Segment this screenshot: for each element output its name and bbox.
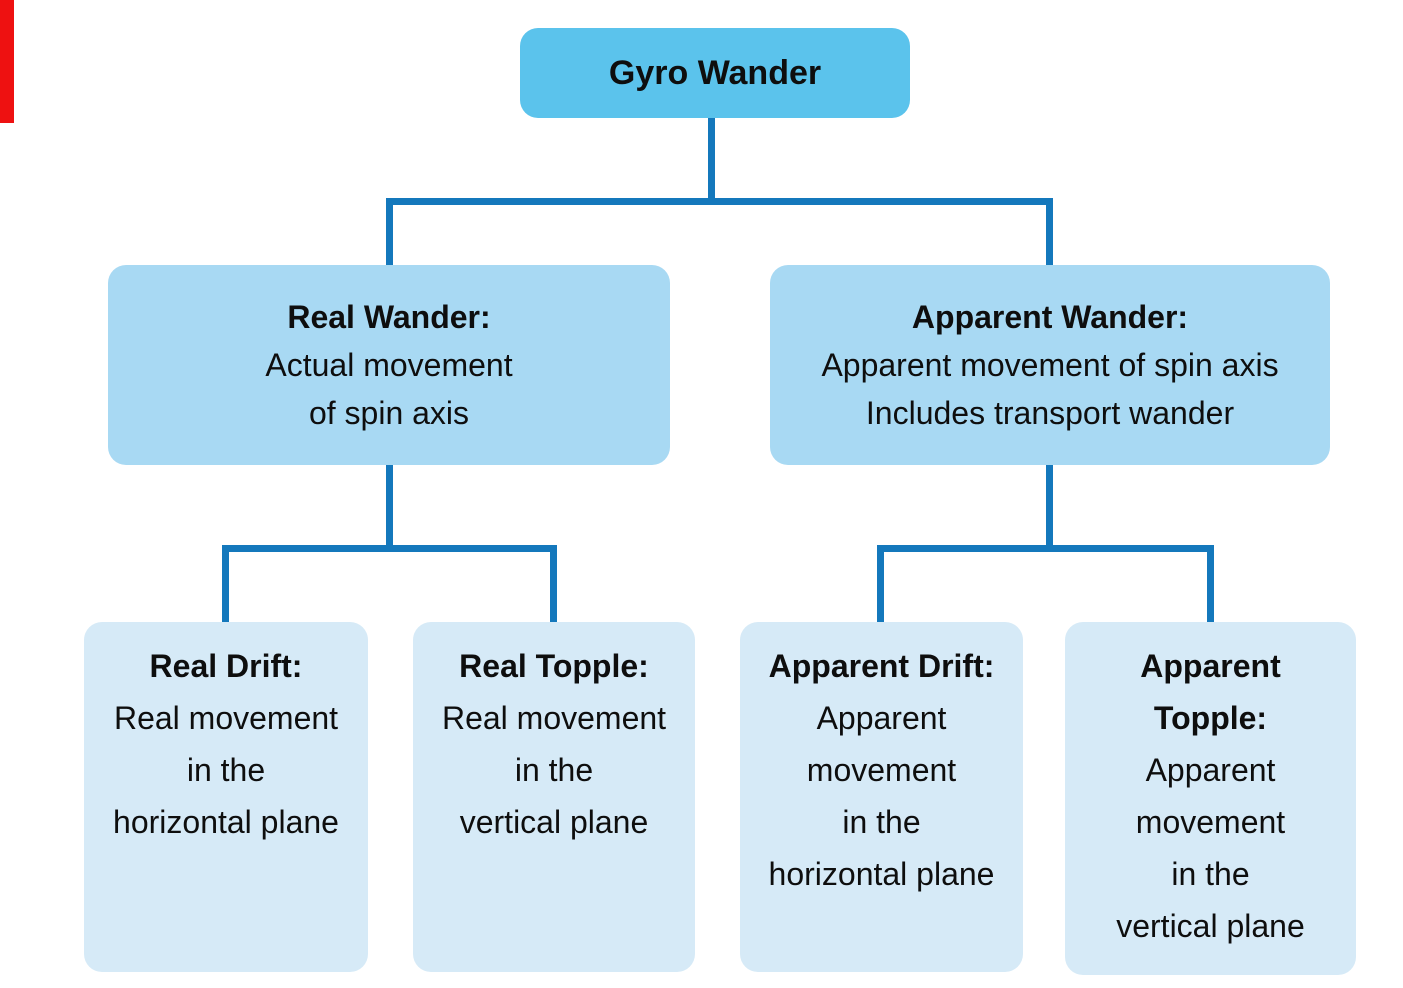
node-real-wander: Real Wander: Actual movement of spin axi…: [108, 265, 670, 465]
node-apparent-topple-title: Topple:: [1153, 700, 1268, 736]
node-real-drift-line: Real movement: [113, 700, 339, 736]
connector-apparent-wander-stem: [1046, 465, 1053, 549]
node-apparent-wander: Apparent Wander: Apparent movement of sp…: [770, 265, 1330, 465]
node-apparent-drift-line: movement: [806, 752, 957, 788]
red-edge-artifact: [0, 0, 14, 123]
node-apparent-topple-line: in the: [1171, 856, 1250, 892]
node-apparent-topple-line: movement: [1135, 804, 1286, 840]
node-apparent-wander-line: Includes transport wander: [865, 395, 1235, 431]
node-apparent-drift: Apparent Drift: Apparent movement in the…: [740, 622, 1023, 972]
node-apparent-drift-line: in the: [842, 804, 921, 840]
node-real-topple-line: Real movement: [441, 700, 667, 736]
connector-root-stem: [708, 118, 715, 202]
connector-to-apparent-wander: [1046, 198, 1053, 265]
connector-real-horizontal: [222, 545, 557, 552]
node-apparent-drift-title: Apparent Drift:: [768, 648, 995, 684]
node-real-topple-line: vertical plane: [459, 804, 649, 840]
node-apparent-drift-line: Apparent: [816, 700, 947, 736]
node-real-drift-line: in the: [186, 752, 266, 788]
connector-to-real-drift: [222, 545, 229, 622]
node-apparent-drift-line: horizontal plane: [768, 856, 995, 892]
node-real-topple-title: Real Topple:: [459, 648, 649, 684]
node-apparent-wander-line: Apparent movement of spin axis: [821, 347, 1279, 383]
node-apparent-topple-line: vertical plane: [1116, 908, 1305, 944]
connector-real-wander-stem: [386, 465, 393, 549]
node-real-wander-line: of spin axis: [308, 395, 470, 431]
connector-apparent-horizontal: [877, 545, 1214, 552]
connector-to-apparent-topple: [1207, 545, 1214, 622]
node-gyro-wander: Gyro Wander: [520, 28, 910, 118]
node-real-topple-line: in the: [514, 752, 594, 788]
node-real-wander-title: Real Wander:: [287, 299, 491, 335]
connector-to-real-wander: [386, 198, 393, 265]
connector-to-apparent-drift: [877, 545, 884, 622]
node-real-topple: Real Topple: Real movement in the vertic…: [413, 622, 695, 972]
node-gyro-wander-title: Gyro Wander: [608, 53, 822, 92]
node-real-drift: Real Drift: Real movement in the horizon…: [84, 622, 368, 972]
node-real-drift-line: horizontal plane: [113, 804, 339, 840]
node-apparent-topple-title: Apparent: [1140, 648, 1281, 684]
node-apparent-topple-line: Apparent: [1145, 752, 1276, 788]
node-apparent-wander-title: Apparent Wander:: [911, 299, 1189, 335]
node-apparent-topple: Apparent Topple: Apparent movement in th…: [1065, 622, 1356, 975]
connector-to-real-topple: [550, 545, 557, 622]
node-real-wander-line: Actual movement: [265, 347, 513, 383]
node-real-drift-title: Real Drift:: [149, 648, 303, 684]
connector-top-horizontal: [386, 198, 1053, 205]
